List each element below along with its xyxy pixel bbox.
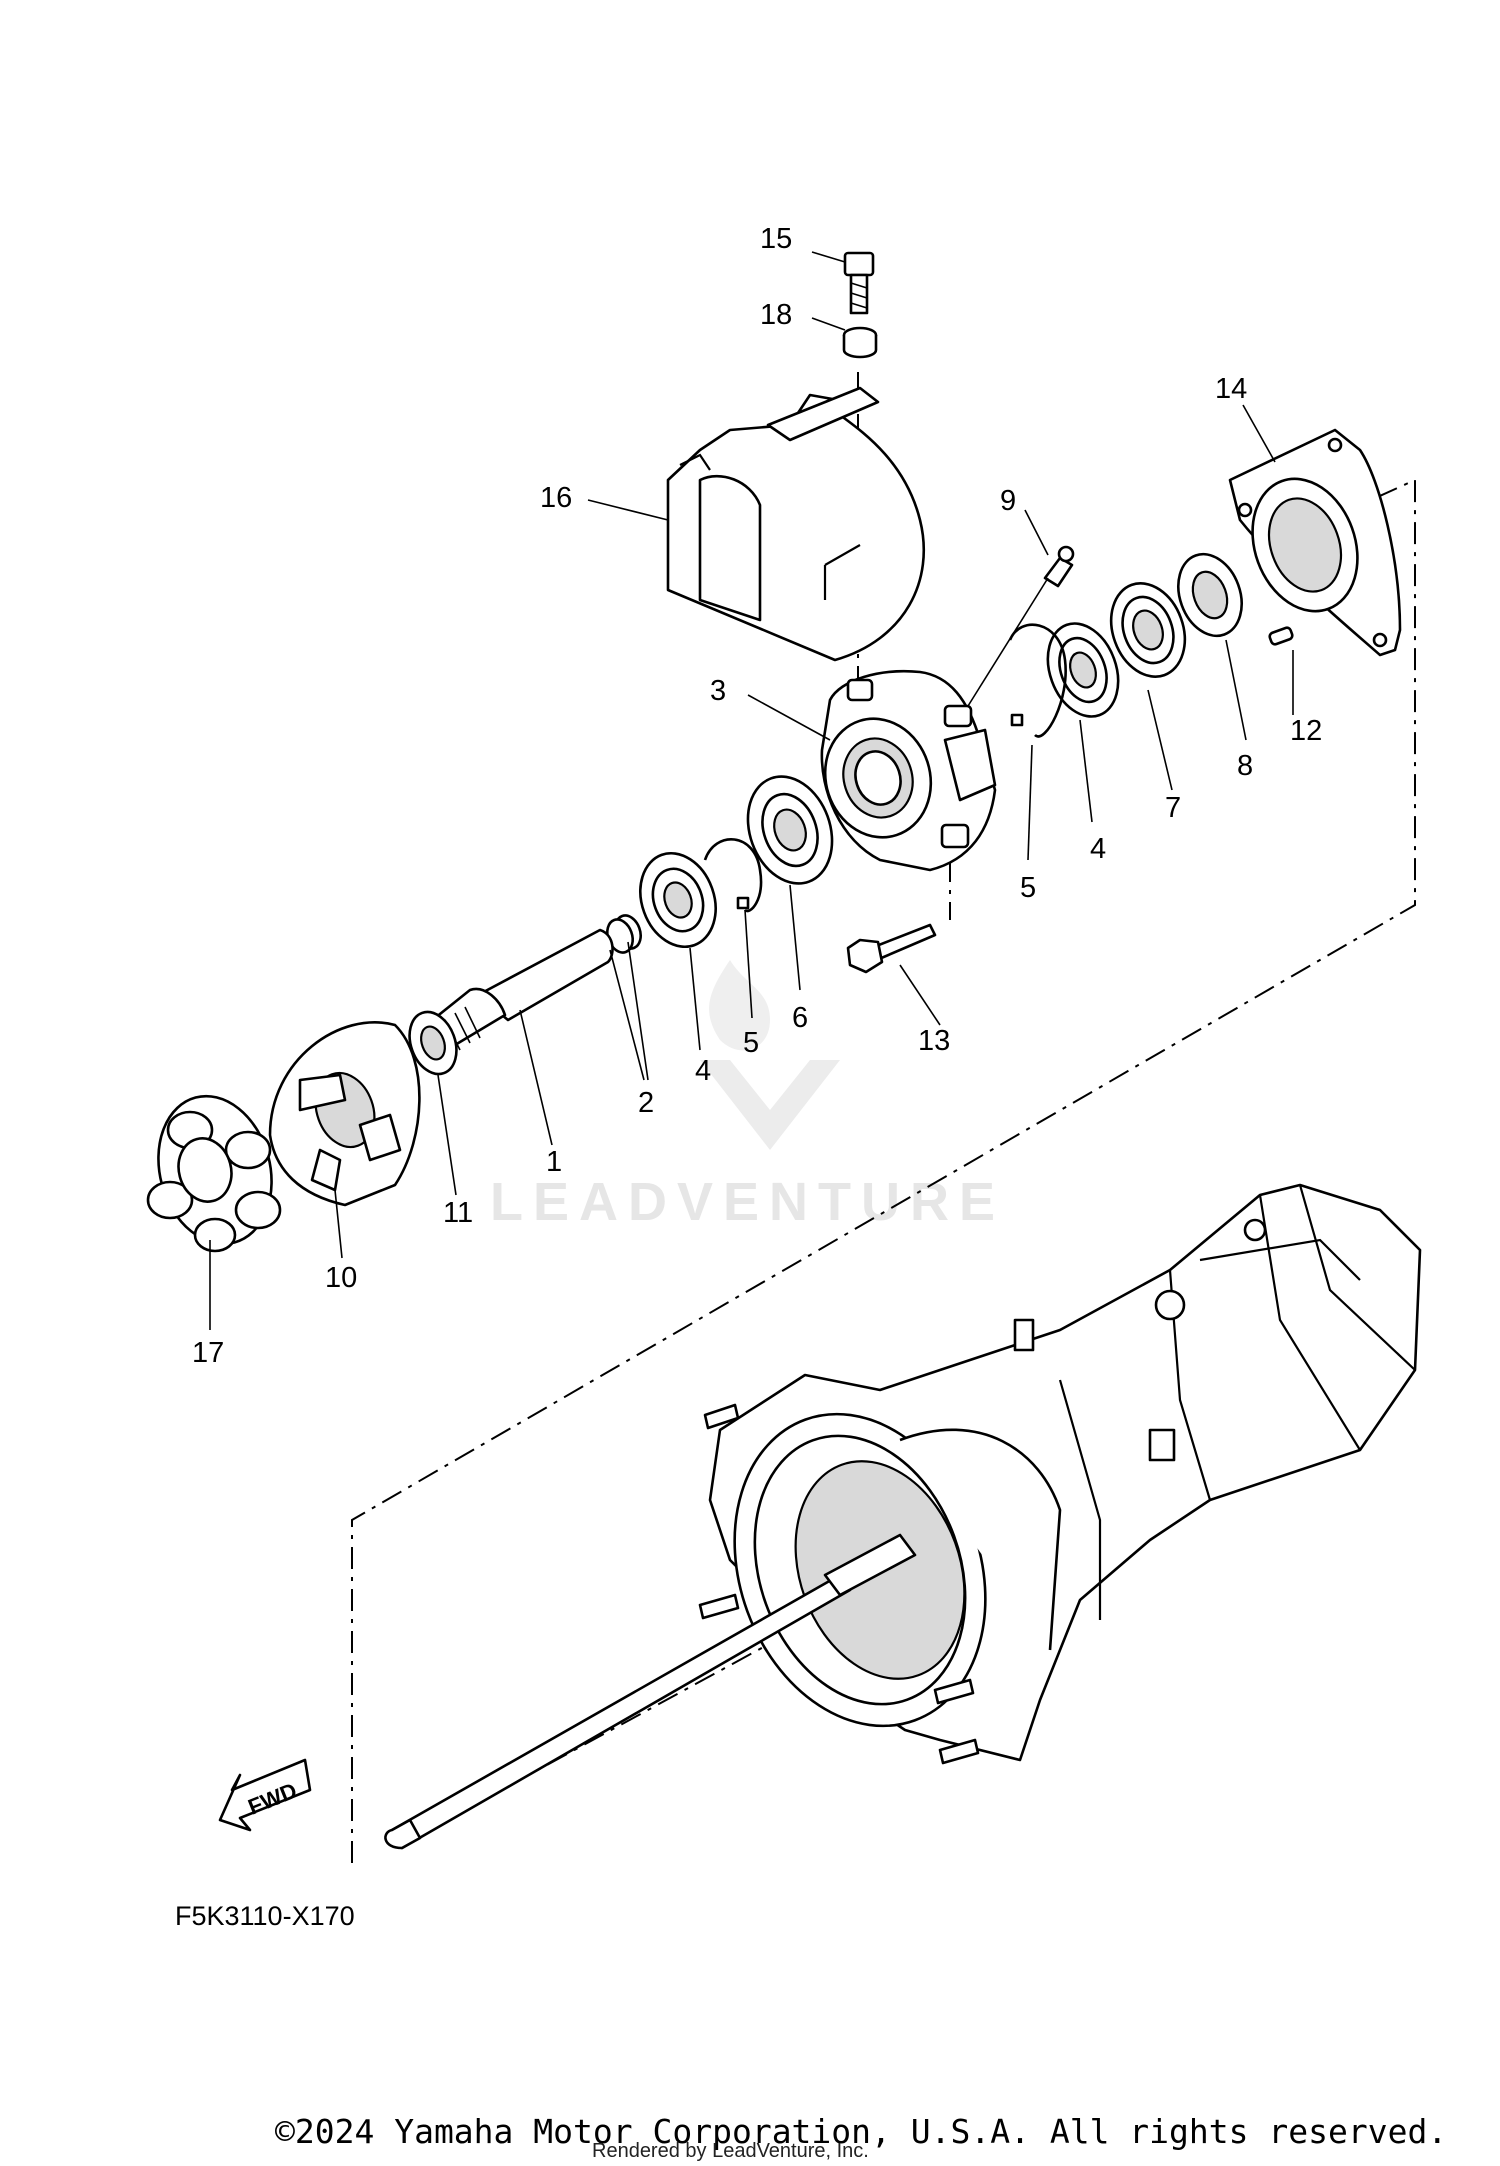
part-4-bearing-right	[1046, 622, 1120, 718]
part-14-housing-plate	[1228, 428, 1402, 657]
part-13-bolt	[846, 923, 937, 974]
leadventure-watermark: LEADVENTURE	[490, 960, 1005, 1232]
part-15-bolt	[843, 251, 875, 315]
part-3-bearing-housing	[820, 669, 997, 872]
part-8-oil-seal	[1177, 552, 1243, 638]
part-17-damper	[146, 1094, 282, 1253]
part-5-circlip-left	[703, 838, 763, 913]
callout-3: 3	[710, 675, 726, 707]
callout-11: 11	[443, 1197, 473, 1229]
callout-18: 18	[760, 299, 792, 331]
callout-8: 8	[1237, 750, 1253, 782]
part-10-coupling	[268, 1021, 421, 1207]
callout-17: 17	[192, 1337, 224, 1369]
copyright-notice: ©2024 Yamaha Motor Corporation, U.S.A. A…	[275, 2112, 1448, 2151]
callout-15: 15	[760, 223, 792, 255]
part-11-washer	[408, 1010, 458, 1076]
part-18-collar	[842, 326, 878, 359]
part-12-dowel-pin	[1268, 626, 1294, 646]
callout-13: 13	[918, 1025, 950, 1057]
callout-4-right: 4	[1090, 833, 1106, 865]
forward-direction-arrow: FWD	[218, 1758, 312, 1832]
callout-4-left: 4	[695, 1055, 711, 1087]
callout-5-right: 5	[1020, 872, 1036, 904]
callout-12: 12	[1290, 715, 1322, 747]
part-5-circlip-right	[1008, 623, 1067, 738]
callout-10: 10	[325, 1262, 357, 1294]
part-7-bearing	[1109, 582, 1187, 678]
drive-shaft	[384, 1533, 917, 1850]
part-9-grease-nipple	[1043, 545, 1075, 588]
callout-numbers: 15 18 14 16 9 3 12 8 7 4 5 6 13 5 4 2 1 …	[192, 223, 1322, 1369]
rendered-by-notice: Rendered by LeadVenture, Inc.	[592, 2140, 869, 2162]
callout-14: 14	[1215, 373, 1247, 405]
intermediate-housing-assembly	[698, 1183, 1422, 1765]
callout-7: 7	[1165, 792, 1181, 824]
callout-2: 2	[638, 1087, 654, 1119]
callout-16: 16	[540, 482, 572, 514]
callout-9: 9	[1000, 485, 1016, 517]
part-4-bearing-left	[639, 851, 717, 949]
callout-leader-lines	[209, 251, 1294, 1330]
callout-1: 1	[546, 1146, 562, 1178]
callout-6: 6	[792, 1002, 808, 1034]
part-6-bearing	[746, 775, 834, 885]
figure-code: F5K3110-X170	[175, 1901, 355, 1931]
callout-5-left: 5	[743, 1027, 759, 1059]
part-16-cover	[666, 386, 925, 662]
watermark-text: LEADVENTURE	[490, 1172, 1005, 1232]
